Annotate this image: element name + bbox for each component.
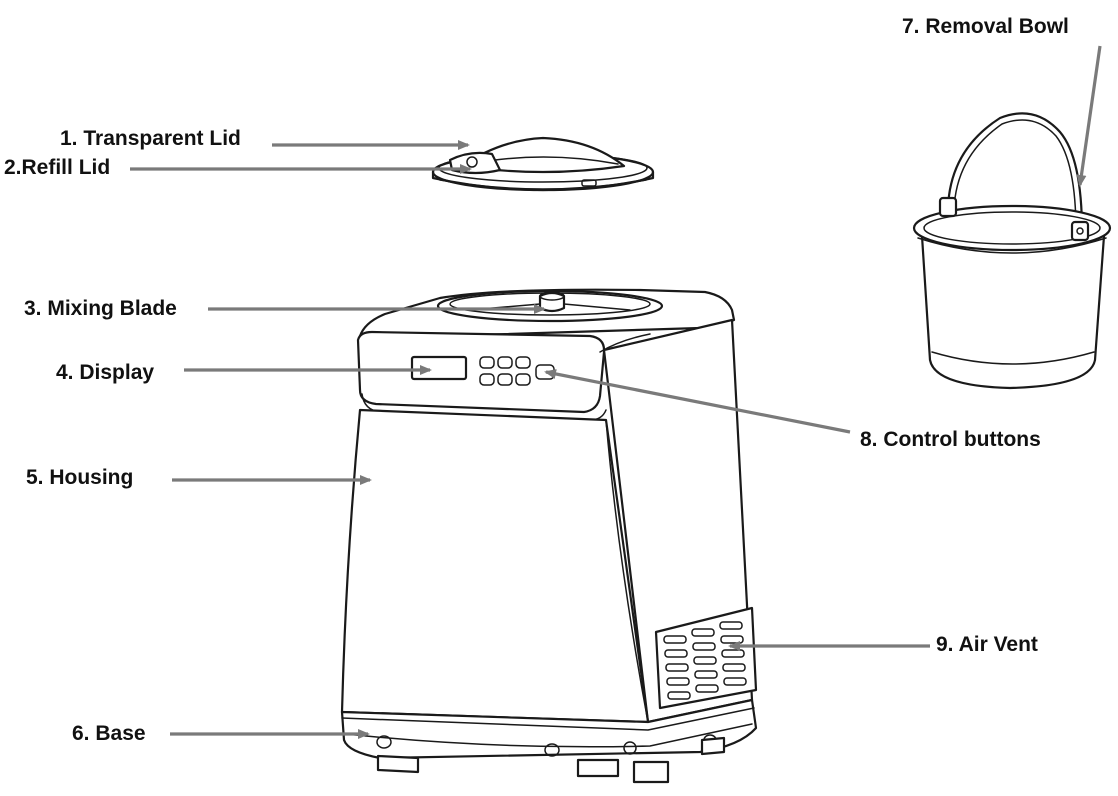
label-mixing-blade: 3. Mixing Blade	[24, 297, 177, 320]
pointer-removal-bowl	[1076, 45, 1102, 187]
pointer-control-buttons	[544, 369, 851, 434]
label-display: 4. Display	[56, 361, 154, 384]
air-vent-grille	[654, 606, 758, 710]
label-air-vent: 9. Air Vent	[936, 633, 1038, 656]
label-transparent-lid: 1. Transparent Lid	[60, 127, 241, 150]
base-drawing	[340, 698, 758, 784]
label-refill-lid: 2.Refill Lid	[4, 156, 110, 179]
label-control-buttons: 8. Control buttons	[860, 428, 1041, 451]
labels: 1. Transparent Lid 2.Refill Lid 3. Mixin…	[4, 15, 1069, 745]
pointer-lines	[130, 45, 1102, 739]
label-base: 6. Base	[72, 722, 146, 745]
removal-bowl-drawing	[912, 112, 1112, 390]
label-housing: 5. Housing	[26, 466, 133, 489]
housing-drawing	[340, 288, 758, 724]
label-removal-bowl: 7. Removal Bowl	[902, 15, 1069, 38]
